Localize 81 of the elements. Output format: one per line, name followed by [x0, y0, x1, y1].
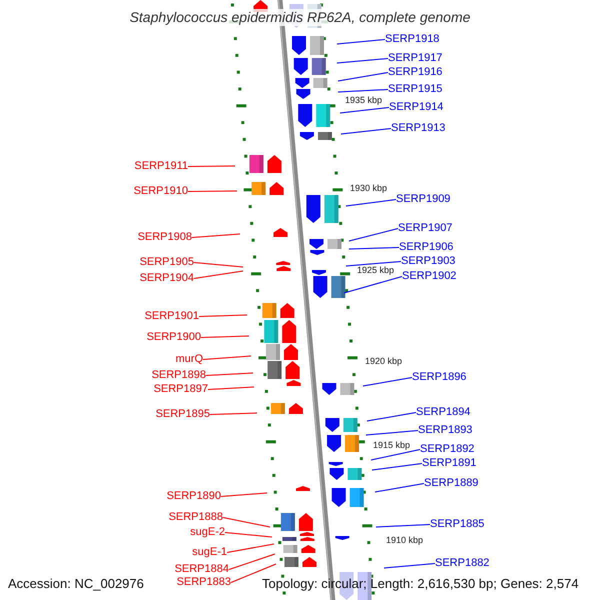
- leader-line: [336, 39, 386, 44]
- leader-line: [340, 107, 390, 114]
- gene-label: SERP1904: [140, 272, 194, 285]
- leader-line: [348, 228, 398, 242]
- gene-label: SERP1882: [435, 557, 490, 570]
- leader-line: [202, 356, 252, 360]
- gene-label: SERP1892: [420, 443, 474, 456]
- leader-line: [222, 517, 270, 528]
- gene-label: SERP1896: [412, 371, 466, 384]
- title: Staphylococcus epidermidis RP62A, complete genome: [130, 9, 470, 26]
- leader-line: [374, 483, 424, 492]
- leader-line: [210, 412, 258, 415]
- leader-line: [346, 199, 396, 206]
- gene-label: SERP1898: [152, 369, 206, 382]
- leader-line: [194, 262, 244, 268]
- leader-line: [188, 190, 238, 192]
- gene-label: SERP1915: [388, 83, 442, 96]
- leader-line: [224, 532, 272, 538]
- leader-line: [348, 247, 400, 250]
- gene-label: SERP1895: [156, 408, 210, 421]
- leader-line: [228, 554, 276, 570]
- gene-label: SERP1903: [401, 255, 456, 268]
- leader-line: [366, 430, 418, 436]
- scale-label: 1915 kbp: [373, 440, 410, 450]
- gene-label: SERP1888: [168, 511, 223, 524]
- leader-line: [208, 386, 254, 390]
- gene-label: sugE-2: [190, 526, 225, 539]
- gene-label: SERP1897: [154, 383, 208, 396]
- gene-label: SERP1906: [399, 241, 454, 254]
- gene-label: SERP1910: [134, 185, 188, 198]
- gene-label: sugE-1: [192, 546, 227, 559]
- leader-line: [370, 449, 420, 460]
- leader-line: [198, 314, 248, 317]
- gene-label: SERP1901: [144, 310, 199, 323]
- gene-label: SERP1909: [396, 193, 450, 206]
- gene-label: SERP1890: [166, 490, 221, 503]
- gene-label: SERP1891: [422, 457, 476, 470]
- footer-text: Topology: circular; Length: 2,616,530 bp; Genes: 2,574: [262, 576, 579, 591]
- gene-label: SERP1907: [398, 222, 452, 235]
- leader-line: [194, 270, 244, 279]
- leader-line: [226, 544, 274, 553]
- scale-label: 1920 kbp: [365, 356, 402, 366]
- leader-line: [230, 564, 276, 583]
- footer-text: Accession: NC_002976: [8, 576, 144, 591]
- leader-line: [340, 128, 392, 134]
- leader-line: [344, 276, 402, 294]
- gene-label: SERP1893: [418, 424, 472, 437]
- leader-line: [188, 166, 236, 167]
- gene-label: SERP1900: [146, 331, 201, 344]
- gene-label: SERP1889: [424, 477, 478, 490]
- scale-label: 1935 kbp: [345, 95, 382, 105]
- gene-label: SERP1883: [176, 576, 231, 589]
- scale-label: 1930 kbp: [350, 183, 388, 193]
- leader-line: [338, 72, 388, 82]
- gene-label: SERP1885: [430, 518, 484, 531]
- gene-label: SERP1902: [402, 270, 456, 283]
- scale-label: 1925 kbp: [357, 265, 394, 275]
- gene-label: SERP1905: [140, 256, 194, 269]
- leader-line: [200, 336, 250, 338]
- gene-label: SERP1884: [174, 563, 229, 576]
- gene-label: SERP1908: [138, 231, 192, 244]
- leader-line: [206, 372, 254, 376]
- gene-label: SERP1918: [385, 33, 440, 46]
- leader-line: [384, 563, 436, 568]
- leader-line: [376, 524, 430, 528]
- leader-line: [220, 492, 268, 497]
- leader-line: [336, 58, 388, 64]
- leader-line: [372, 463, 422, 470]
- leader-line: [362, 377, 412, 386]
- gene-label: SERP1894: [416, 406, 470, 419]
- gene-label: SERP1913: [391, 122, 446, 135]
- leader-line: [192, 234, 240, 238]
- scale-label: 1910 kbp: [386, 535, 424, 545]
- gene-label: murQ: [176, 353, 203, 366]
- gene-label: SERP1911: [134, 160, 188, 173]
- leader-line: [346, 261, 402, 266]
- gene-label: SERP1914: [389, 101, 444, 114]
- gene-label: SERP1917: [388, 52, 442, 65]
- gene-label: SERP1916: [388, 66, 442, 79]
- leader-line: [338, 89, 388, 92]
- leader-line: [366, 412, 416, 422]
